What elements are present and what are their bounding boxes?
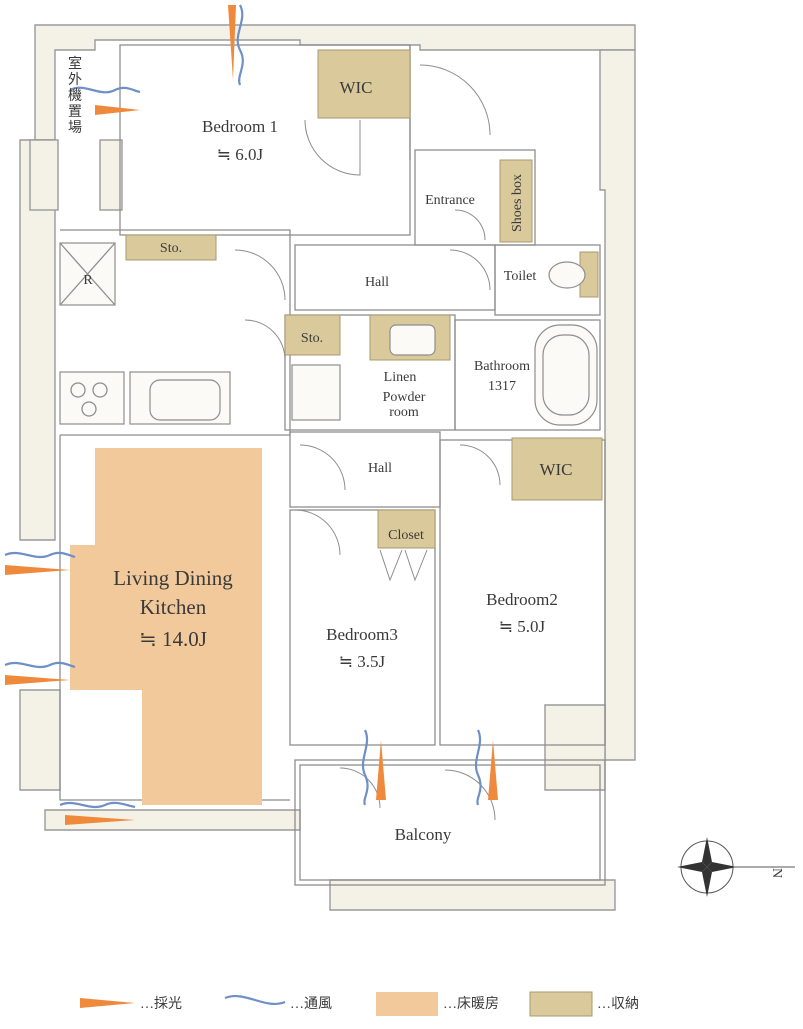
bedroom3-name: Bedroom3 [326, 625, 398, 644]
wind-indicators [4, 4, 482, 809]
ldk-name-line1: Living Dining [113, 566, 233, 590]
bedroom1-size: ≒ 6.0J [217, 145, 264, 164]
closet-label: Closet [388, 528, 424, 543]
toilet-bowl [548, 261, 586, 289]
legend-storage-swatch [529, 991, 593, 1017]
storage-areas [125, 49, 603, 549]
wic1-label: WIC [339, 78, 372, 97]
legend-light-icon [80, 998, 135, 1008]
bedroom3-size: ≒ 3.5J [339, 652, 386, 671]
bedroom2-size: ≒ 5.0J [499, 617, 546, 636]
exterior-walls [19, 24, 636, 911]
interior-walls [59, 44, 606, 886]
outdoor-unit-char-5: 場 [68, 120, 82, 136]
entrance-label: Entrance [425, 193, 475, 208]
washing-machine-space [291, 364, 341, 421]
ldk-size: ≒ 14.0J [139, 627, 207, 651]
legend-wind-icon [224, 995, 286, 1005]
linen-label: Linen [384, 370, 417, 385]
outdoor-unit-char-3: 機 [68, 88, 82, 104]
refrigerator-label: R [83, 273, 93, 288]
wash-basin [389, 324, 436, 356]
outdoor-unit-char-1: 室 [68, 55, 82, 72]
fixtures [59, 242, 598, 426]
bathroom-label: Bathroom [474, 359, 530, 374]
legend-label-floor-heating: …床暖房 [443, 996, 499, 1012]
legend-label-storage: …収納 [597, 996, 639, 1012]
floor-heating-area [70, 448, 262, 805]
powder-room-line1: Powder [383, 390, 426, 405]
kitchen-sink [149, 379, 221, 421]
legend-label-wind: …通風 [290, 996, 332, 1012]
hall2-label: Hall [368, 461, 392, 476]
sto2-label: Sto. [301, 331, 323, 346]
wic2-label: WIC [539, 460, 572, 479]
sto1-label: Sto. [160, 241, 182, 256]
outdoor-unit-char-2: 外 [68, 72, 82, 88]
bedroom2-name: Bedroom2 [486, 590, 558, 609]
doors [234, 64, 501, 821]
outdoor-unit-char-4: 置 [68, 104, 82, 120]
balcony-label: Balcony [395, 825, 452, 844]
ldk-name-line2: Kitchen [140, 595, 207, 619]
powder-room-line2: room [389, 405, 419, 420]
shoes-box-label: Shoes box [510, 174, 525, 232]
hall1-label: Hall [365, 275, 389, 290]
legend: …採光 …通風 …床暖房 …収納 [80, 991, 639, 1017]
toilet-label: Toilet [504, 269, 537, 284]
bathroom-size: 1317 [488, 379, 516, 394]
legend-label-light: …採光 [140, 996, 182, 1012]
compass-needle-icon [702, 837, 712, 867]
compass: N [677, 837, 795, 897]
legend-floor-heating-swatch [376, 992, 438, 1016]
light-indicators [5, 5, 498, 825]
stove [59, 371, 125, 425]
bedroom1-name: Bedroom 1 [202, 117, 278, 136]
room-labels: Bedroom 1 ≒ 6.0J WIC Entrance Shoes box … [68, 55, 573, 844]
compass-label: N [769, 868, 784, 878]
